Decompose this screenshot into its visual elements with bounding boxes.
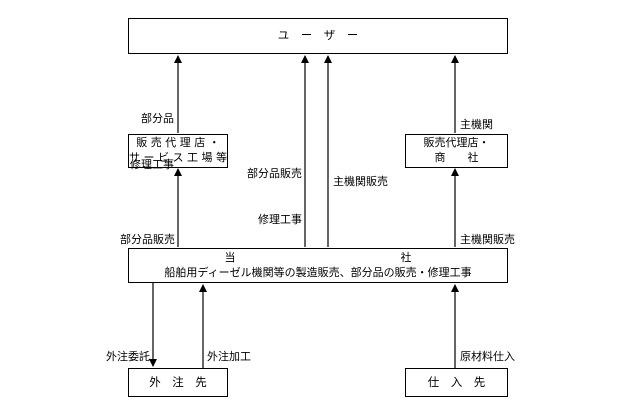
label-supplier-to-company-text: 原材料仕入 xyxy=(460,349,515,363)
user-label: ユ ー ザ ー xyxy=(277,28,359,43)
label-company-to-user-engine-text: 主機関販売 xyxy=(333,174,388,188)
label-company-to-user-parts-line2: 修理工事 xyxy=(258,212,302,226)
dealer-service-box: 販 売 代 理 店 ・ サ ー ビ ス 工 場 等 xyxy=(128,134,228,168)
label-sub-to-company-text: 外注加工 xyxy=(207,349,251,363)
label-dealer-to-user-line1: 部分品 xyxy=(141,111,174,125)
label-dealer-to-user-line2: 修理工事 xyxy=(130,157,174,171)
user-box: ユ ー ザ ー xyxy=(128,18,508,54)
label-company-to-user-parts: 部分品販売 修理工事 xyxy=(238,135,302,243)
label-supplier-to-company: 原材料仕入 xyxy=(460,318,515,380)
label-company-to-user-engine: 主機関販売 xyxy=(333,143,388,205)
supplier-box: 仕 入 先 xyxy=(405,368,508,397)
label-company-to-dealer-text: 部分品販売 xyxy=(120,232,175,246)
dealer-trading-line1: 販売代理店・ xyxy=(423,136,490,150)
company-box: 当 社 船舶用ディーゼル機関等の製造販売、部分品の販売・修理工事 xyxy=(128,248,508,283)
label-company-to-sub-text: 外注委託 xyxy=(106,349,150,363)
label-company-to-trading: 主機関販売 xyxy=(460,201,515,263)
company-line1: 当 社 xyxy=(224,250,412,264)
dealer-service-line2: サ ー ビ ス 工 場 等 xyxy=(129,151,227,164)
label-company-to-sub: 外注委託 xyxy=(96,318,150,380)
dealer-trading-line2: 商 社 xyxy=(434,151,479,164)
label-trading-to-user: 主機関 xyxy=(460,86,493,148)
company-line2: 船舶用ディーゼル機関等の製造販売、部分品の販売・修理工事 xyxy=(164,265,472,279)
label-trading-to-user-text: 主機関 xyxy=(460,117,493,131)
subcontractor-label: 外 注 先 xyxy=(149,374,207,389)
supplier-label: 仕 入 先 xyxy=(427,374,486,389)
dealer-trading-box: 販売代理店・ 商 社 xyxy=(405,134,508,168)
label-sub-to-company: 外注加工 xyxy=(207,318,251,380)
label-company-to-dealer: 部分品販売 xyxy=(114,201,175,263)
label-company-to-user-parts-line1: 部分品販売 xyxy=(247,166,302,180)
label-company-to-trading-text: 主機関販売 xyxy=(460,232,515,246)
dealer-service-line1: 販 売 代 理 店 ・ xyxy=(136,136,220,150)
subcontractor-box: 外 注 先 xyxy=(128,368,228,397)
label-dealer-to-user: 部分品 修理工事 xyxy=(126,80,174,188)
